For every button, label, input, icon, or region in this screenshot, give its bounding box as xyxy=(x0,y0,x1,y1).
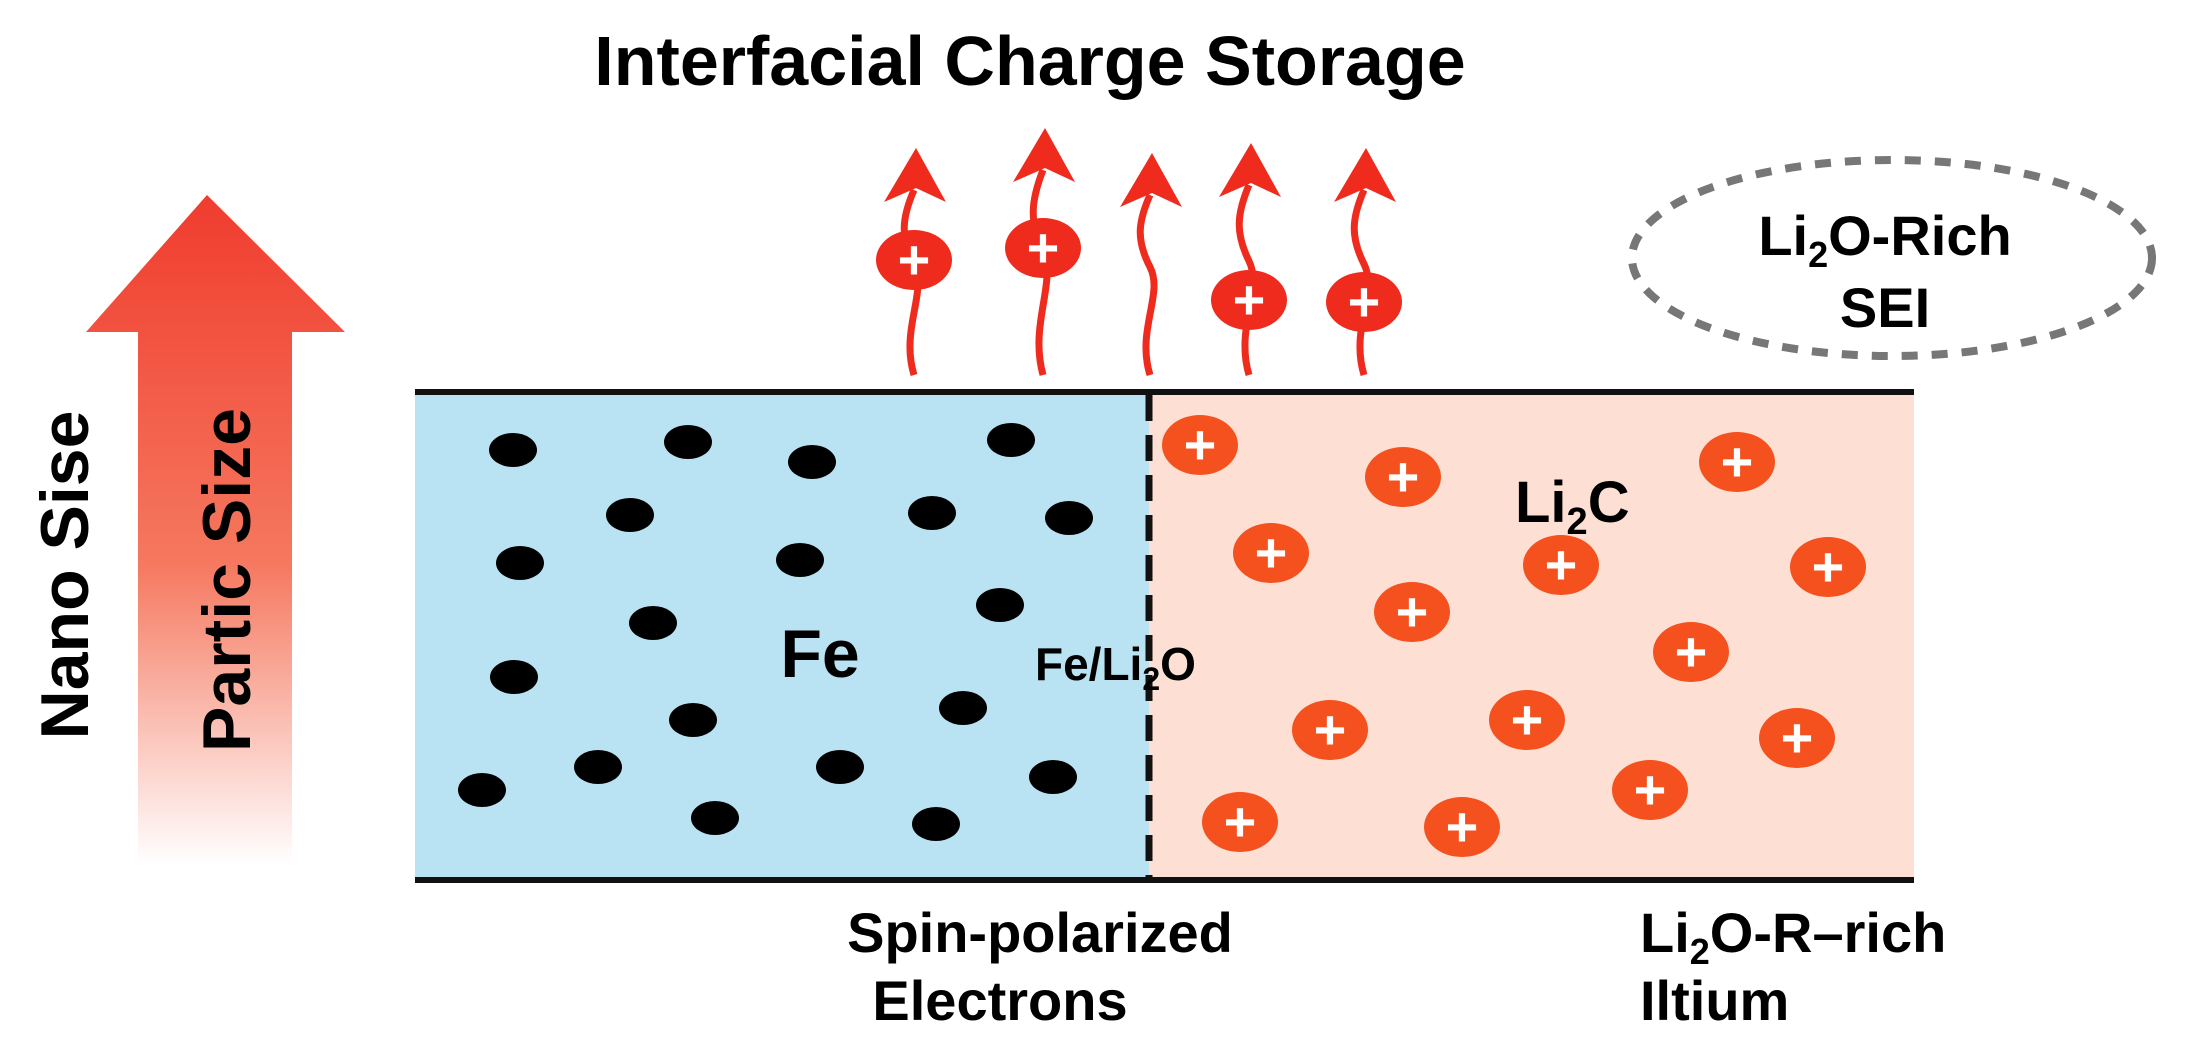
lithium-label: Iltium xyxy=(1640,969,1789,1032)
interface-label-tail: O xyxy=(1160,638,1196,690)
interface-label: Fe/Li2O xyxy=(1035,638,1196,697)
lithium-ion: + xyxy=(1365,445,1441,508)
lithium-ion: + xyxy=(1790,535,1866,598)
electron-dot xyxy=(606,498,654,532)
lithium-ion: + xyxy=(1202,790,1278,853)
lithium-ion: + xyxy=(1699,430,1775,493)
electron-dot xyxy=(629,606,677,640)
lithium-ion: + xyxy=(1424,795,1500,858)
li2o-rich-main: Li xyxy=(1640,901,1690,964)
lithium-ion: + xyxy=(1759,706,1835,769)
fe-region xyxy=(415,392,1149,880)
ion-plus-symbol: + xyxy=(898,228,931,291)
ion-plus-symbol: + xyxy=(1255,521,1288,584)
electron-dot xyxy=(574,750,622,784)
lithium-ion: + xyxy=(1489,688,1565,751)
electron-dot xyxy=(490,660,538,694)
arrow-head xyxy=(1334,148,1396,202)
sei-line1-sub: 2 xyxy=(1808,234,1828,275)
ion-plus-symbol: + xyxy=(1634,758,1667,821)
lithium-ion: + xyxy=(1211,268,1287,331)
ion-plus-symbol: + xyxy=(1812,535,1845,598)
wavy-arrow-shaft xyxy=(1350,188,1372,377)
ion-plus-symbol: + xyxy=(1675,620,1708,683)
ion-plus-symbol: + xyxy=(1545,533,1578,596)
nano-size-label: Nano Sise xyxy=(27,411,103,740)
lithium-ion: + xyxy=(1326,270,1402,333)
arrow-head xyxy=(1120,153,1182,207)
ion-plus-symbol: + xyxy=(1314,698,1347,761)
li2o-rich-sub: 2 xyxy=(1690,931,1710,972)
size-arrow xyxy=(86,195,345,865)
interface-label-sub: 2 xyxy=(1142,661,1160,697)
sei-bubble xyxy=(1628,156,2156,360)
electron-dot xyxy=(816,750,864,784)
wavy-arrow-shaft xyxy=(1136,193,1158,377)
escaping-ions: + + + + xyxy=(876,128,1402,377)
lithium-ion: + xyxy=(1233,521,1309,584)
li2o-rich-label: Li2O-R–rich xyxy=(1640,901,1946,972)
ion-plus-symbol: + xyxy=(1511,688,1544,751)
particle-size-label: Partic Size xyxy=(189,408,265,752)
spin-polarized-label: Spin-polarized xyxy=(847,901,1233,964)
electron-dot xyxy=(1045,501,1093,535)
electron-dot xyxy=(788,445,836,479)
ion-plus-symbol: + xyxy=(1396,580,1429,643)
lithium-ions: + + + + + + + + + + + + + + xyxy=(1162,413,1866,858)
lithium-ion: + xyxy=(876,228,952,291)
electron-dot xyxy=(987,423,1035,457)
li2c-label: Li2C xyxy=(1515,470,1630,543)
arrow-head xyxy=(1219,143,1281,197)
ion-plus-symbol: + xyxy=(1446,795,1479,858)
arrow-head xyxy=(1013,128,1075,182)
ion-plus-symbol: + xyxy=(1387,445,1420,508)
sei-line1-tail: O-Rich xyxy=(1828,204,2012,267)
electron-dot xyxy=(908,496,956,530)
electron-dot xyxy=(458,773,506,807)
ion-plus-symbol: + xyxy=(1348,270,1381,333)
lithium-ion: + xyxy=(1374,580,1450,643)
lithium-ion: + xyxy=(1005,216,1081,279)
sei-line1: Li2O-Rich xyxy=(1758,204,2011,275)
lithium-ion: + xyxy=(1162,413,1238,476)
lithium-ion: + xyxy=(1523,533,1599,596)
electron-dot xyxy=(489,433,537,467)
electron-dot xyxy=(912,807,960,841)
electron-dot xyxy=(669,703,717,737)
li2c-label-tail: C xyxy=(1588,470,1630,535)
sei-line1-main: Li xyxy=(1758,204,1808,267)
electron-dot xyxy=(691,801,739,835)
lithium-ion: + xyxy=(1612,758,1688,821)
electron-dot xyxy=(939,691,987,725)
electron-dot xyxy=(976,588,1024,622)
electron-dot xyxy=(664,425,712,459)
interface-label-main: Fe/Li xyxy=(1035,638,1142,690)
li2o-rich-tail: O-R–rich xyxy=(1710,901,1947,964)
ion-plus-symbol: + xyxy=(1224,790,1257,853)
ion-plus-symbol: + xyxy=(1184,413,1217,476)
li2c-label-sub: 2 xyxy=(1567,501,1588,543)
sei-line2: SEI xyxy=(1840,276,1930,339)
fe-label: Fe xyxy=(780,616,859,692)
electron-dot xyxy=(496,546,544,580)
lithium-ion: + xyxy=(1653,620,1729,683)
li2o-region xyxy=(1149,392,1914,880)
electrons-label: Electrons xyxy=(872,969,1127,1032)
lithium-ion: + xyxy=(1292,698,1368,761)
ion-plus-symbol: + xyxy=(1721,430,1754,493)
ion-plus-symbol: + xyxy=(1027,216,1060,279)
electron-dot xyxy=(1029,760,1077,794)
ion-plus-symbol: + xyxy=(1781,706,1814,769)
electron-dots xyxy=(458,423,1093,841)
electron-dot xyxy=(776,543,824,577)
li2c-label-main: Li xyxy=(1515,470,1567,535)
diagram-title: Interfacial Charge Storage xyxy=(594,22,1465,100)
arrow-head xyxy=(884,148,946,202)
ion-plus-symbol: + xyxy=(1233,268,1266,331)
wavy-arrow-shaft xyxy=(1235,183,1257,376)
